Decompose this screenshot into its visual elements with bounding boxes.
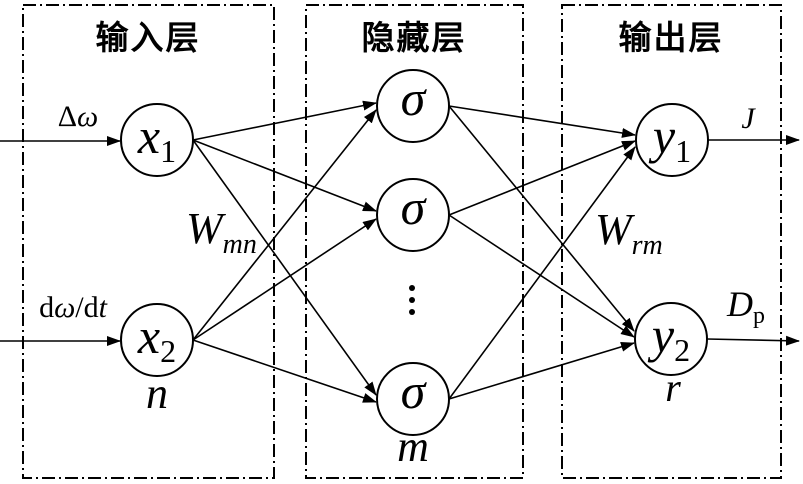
node-y2-label: y2 <box>647 307 690 368</box>
output2-base: D <box>726 284 753 324</box>
edge-h2-y2 <box>448 214 635 338</box>
node-h1-circle <box>376 69 450 143</box>
node-y2-sub: 2 <box>674 332 690 368</box>
node-x1-base: x <box>137 108 160 164</box>
node-h3-circle <box>376 362 450 436</box>
input1-omega: ω <box>77 100 98 133</box>
node-h2-label: σ <box>401 179 428 235</box>
weight-wmn-base: W <box>186 204 226 253</box>
vertical-ellipsis-icon <box>409 285 415 315</box>
input2-t: t <box>99 291 108 324</box>
edge-x1-h3 <box>192 139 377 396</box>
output-count-label: r <box>665 365 681 410</box>
node-y1-sub: 1 <box>675 133 691 169</box>
edge-x2-h1 <box>192 109 377 341</box>
node-y2-base: y <box>647 307 675 363</box>
node-x2-sub: 2 <box>160 333 176 369</box>
output2-sub: p <box>753 303 765 329</box>
edge-x1-h2 <box>192 139 377 212</box>
input-count-label: n <box>146 369 168 418</box>
node-x1-label: x1 <box>137 108 176 169</box>
output-layer-title: 输出层 <box>619 20 724 57</box>
node-x1-circle <box>120 103 194 177</box>
input2-d: d <box>39 291 54 324</box>
edge-h3-y2 <box>448 341 635 400</box>
output2-label: Dp <box>726 284 765 329</box>
weight-wmn-sub: mn <box>223 229 257 260</box>
node-y1-base: y <box>648 108 676 164</box>
output-layer-box <box>561 4 782 479</box>
weight-wrm-base: W <box>595 205 635 254</box>
input2-omega: ω <box>54 291 75 324</box>
node-h3-label: σ <box>401 363 428 419</box>
node-y1-circle <box>635 103 709 177</box>
node-h1-label: σ <box>401 70 428 126</box>
node-x2-base: x <box>137 308 160 364</box>
edge-h2-y1 <box>448 140 636 216</box>
weight-wrm-sub: rm <box>632 230 663 261</box>
node-y2-circle <box>634 302 708 376</box>
input1-label: Δω <box>58 100 98 133</box>
input2-label: dω/dt <box>39 291 108 324</box>
hidden-count-label: m <box>397 422 429 471</box>
edge-x2-h3 <box>192 339 377 403</box>
input1-delta: Δ <box>58 100 77 133</box>
edge-x2-h2 <box>192 218 377 341</box>
input2-slash-d: /d <box>75 291 98 324</box>
edge-h1-y1 <box>448 105 636 138</box>
node-x2-label: x2 <box>137 308 176 369</box>
output1-label: J <box>741 102 756 135</box>
node-x1-sub: 1 <box>160 133 176 169</box>
edge-x1-h1 <box>192 100 377 141</box>
edge-h3-y1 <box>448 146 636 400</box>
weight-hidden-output-label: Wrm <box>595 205 663 261</box>
input-layer-box <box>22 4 275 479</box>
node-h2-circle <box>376 178 450 252</box>
edge-h1-y2 <box>448 105 635 332</box>
node-y1-label: y1 <box>648 108 691 169</box>
input-layer-title: 输入层 <box>96 20 201 57</box>
weight-input-hidden-label: Wmn <box>186 204 257 260</box>
output-arrow-2 <box>706 335 800 346</box>
hidden-layer-title: 隐藏层 <box>362 20 467 57</box>
node-x2-circle <box>120 303 194 377</box>
